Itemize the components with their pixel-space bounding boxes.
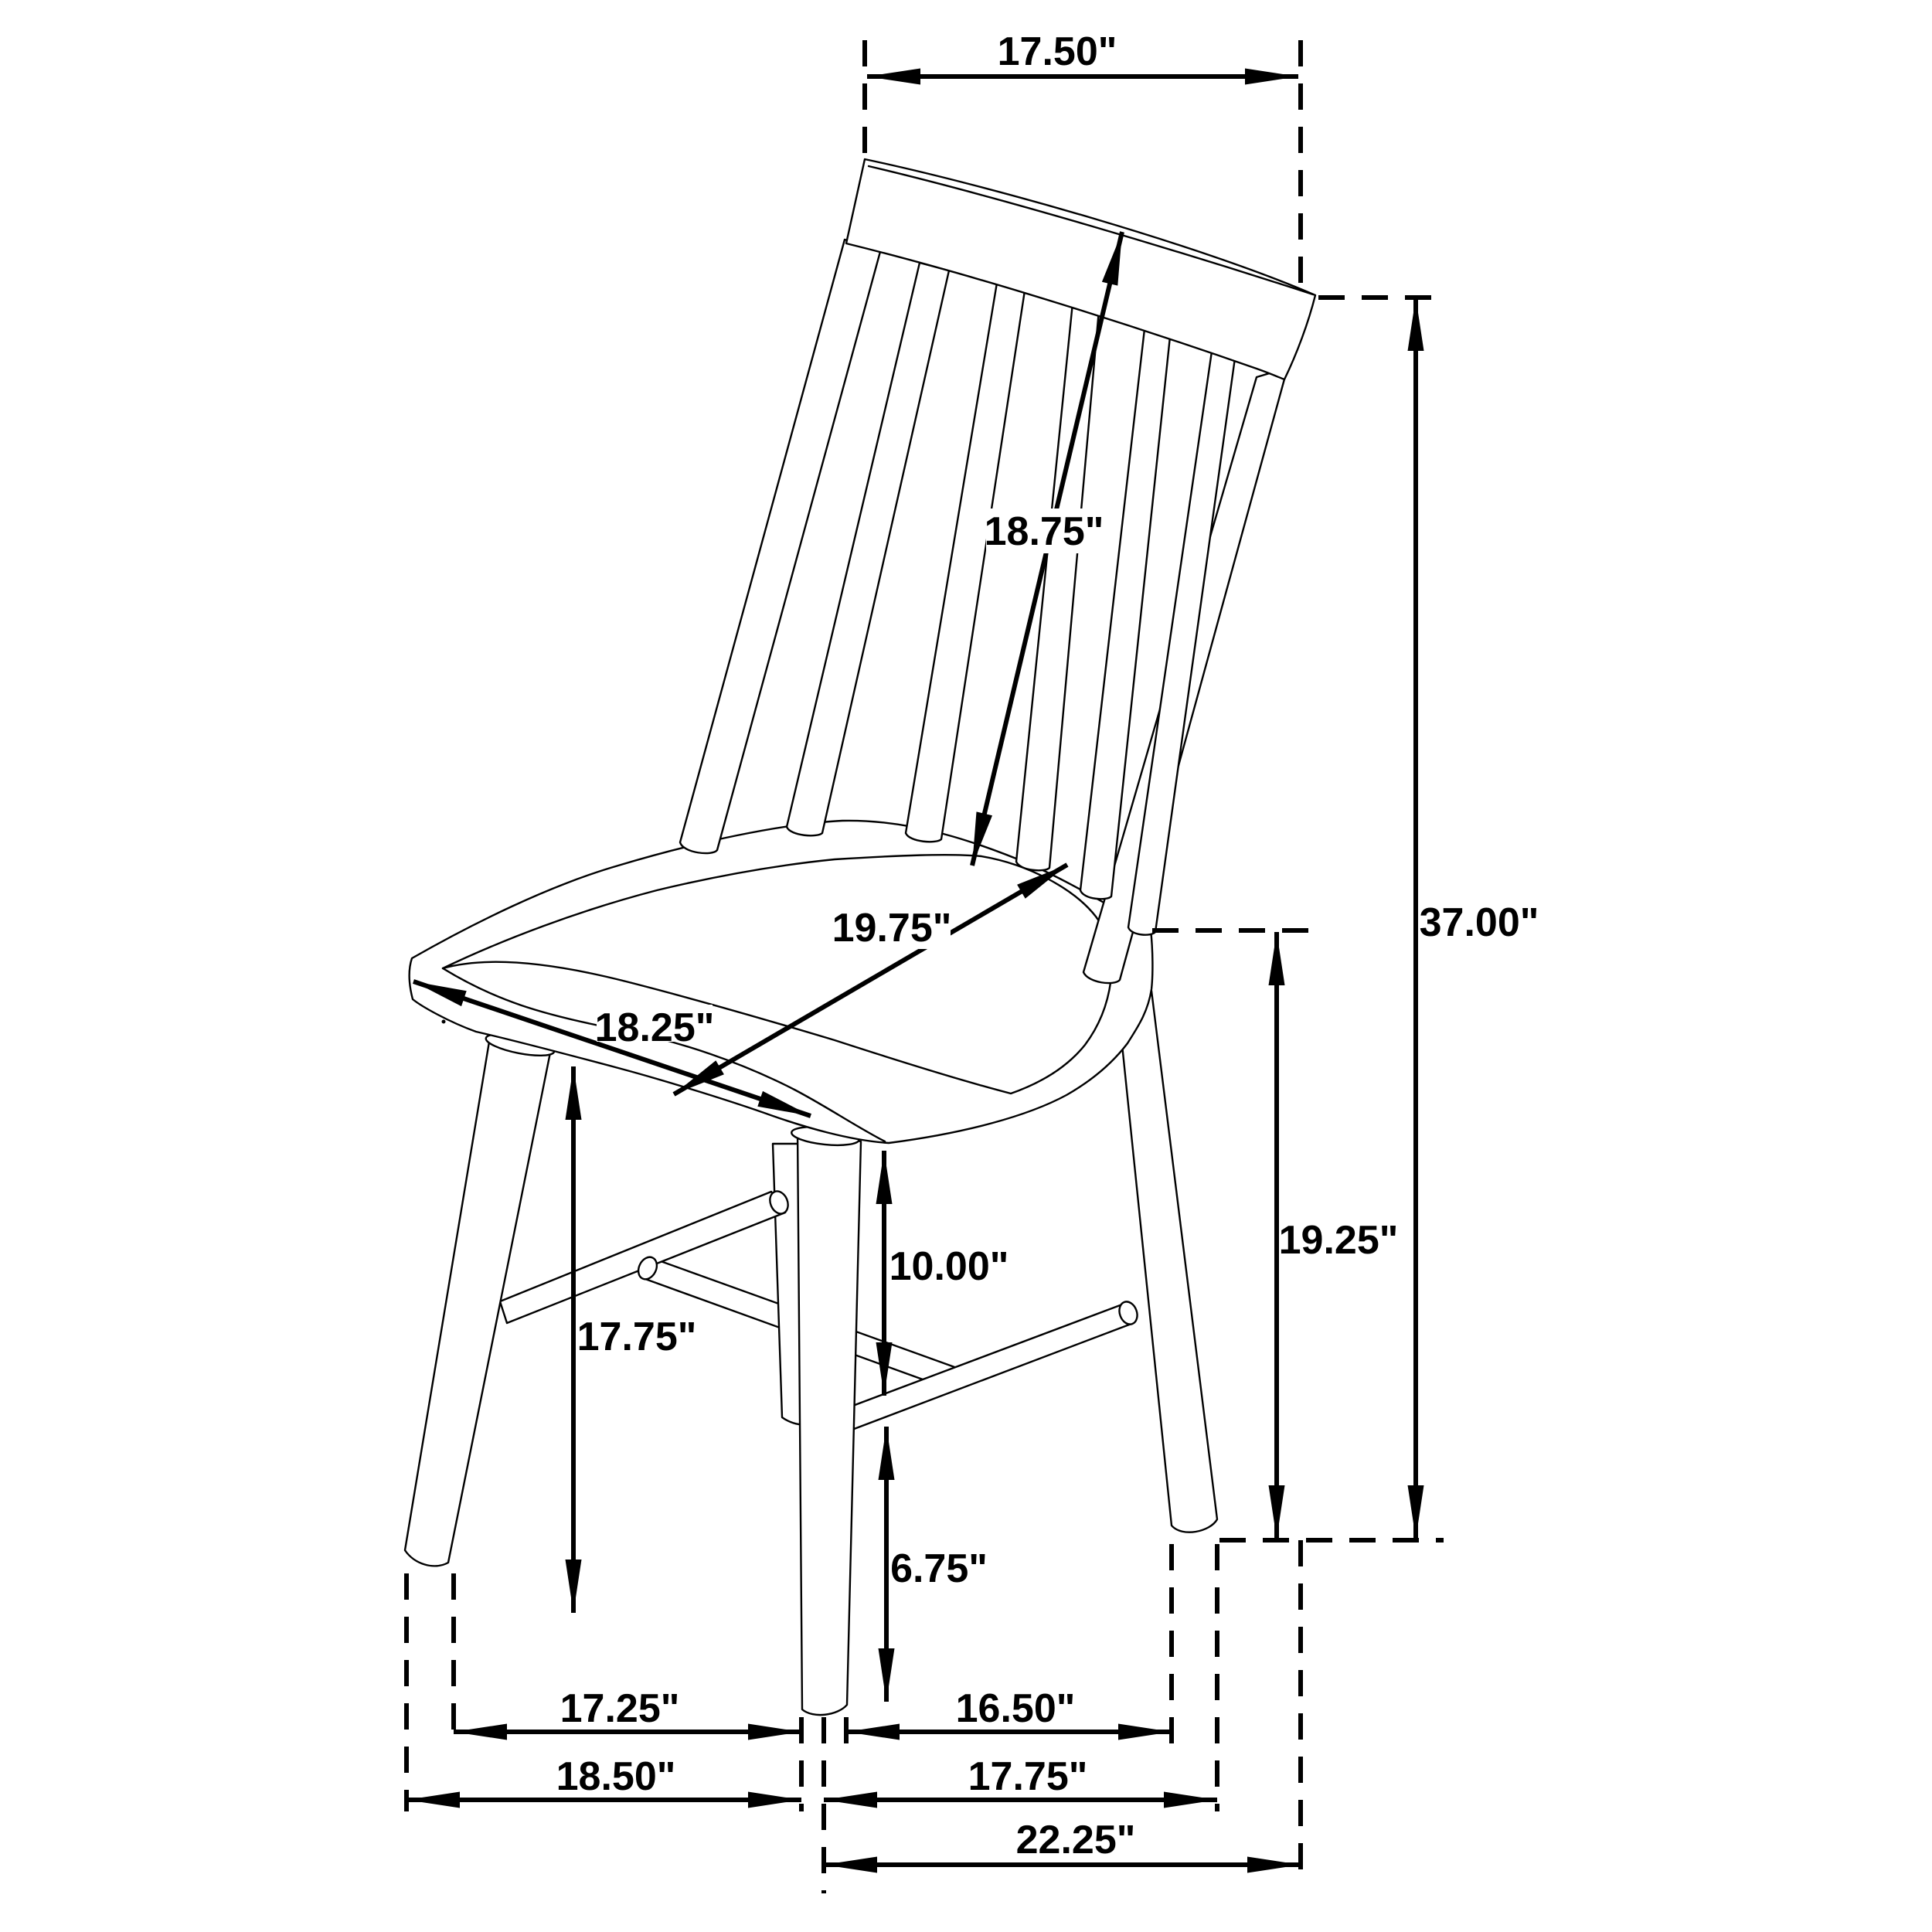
svg-text:17.25": 17.25" <box>560 1686 680 1731</box>
svg-text:16.50": 16.50" <box>956 1686 1076 1731</box>
svg-text:18.75": 18.75" <box>985 509 1104 554</box>
svg-text:19.25": 19.25" <box>1279 1218 1399 1263</box>
svg-text:17.75": 17.75" <box>968 1754 1088 1799</box>
svg-text:6.75": 6.75" <box>890 1546 988 1591</box>
svg-text:18.50": 18.50" <box>556 1754 676 1799</box>
svg-text:37.00": 37.00" <box>1420 900 1539 945</box>
svg-text:17.50": 17.50" <box>998 29 1117 74</box>
svg-text:10.00": 10.00" <box>889 1244 1009 1289</box>
svg-text:22.25": 22.25" <box>1016 1818 1136 1862</box>
svg-text:18.25": 18.25" <box>595 1005 715 1050</box>
svg-text:19.75": 19.75" <box>832 906 952 951</box>
svg-text:17.75": 17.75" <box>577 1315 697 1359</box>
